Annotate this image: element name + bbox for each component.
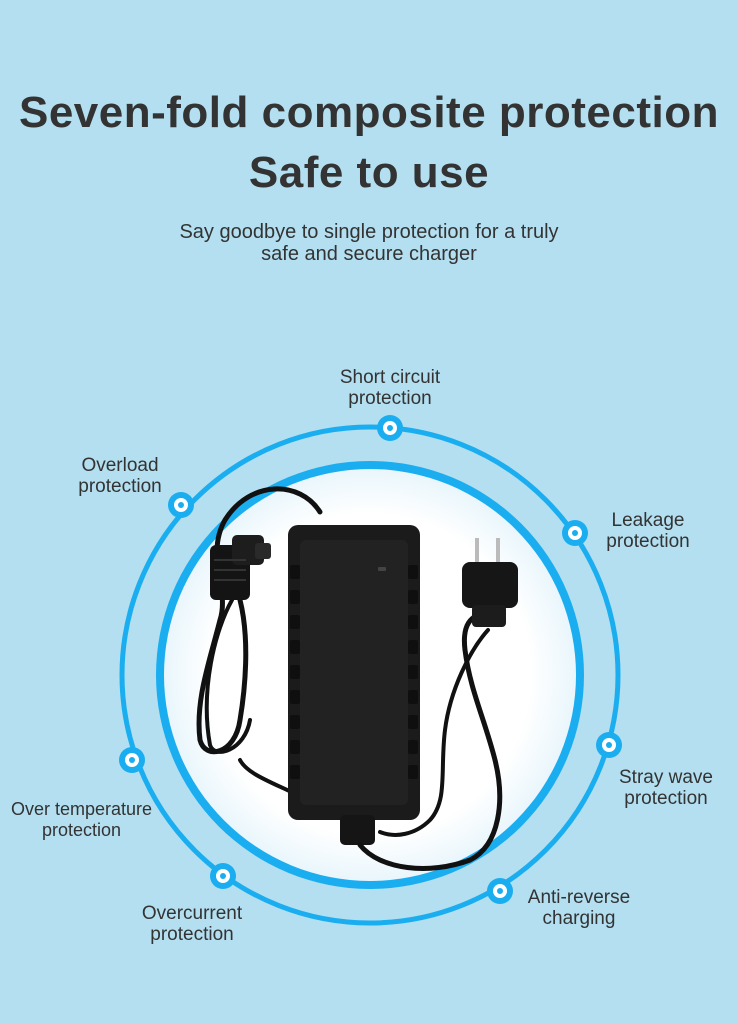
outer-ring <box>119 424 621 926</box>
marker-leakage <box>562 520 588 546</box>
dc-connector <box>210 535 271 600</box>
marker-anti-reverse <box>487 878 513 904</box>
page-subtitle: Safe to use <box>248 148 490 197</box>
tagline-line-2: safe and secure charger <box>261 243 477 265</box>
label-leakage: Leakage protection <box>606 510 690 552</box>
label-short-circuit: Short circuit protection <box>339 367 441 409</box>
tagline-line-1: Say goodbye to single protection for a t… <box>179 221 559 243</box>
charger-body <box>288 525 420 845</box>
marker-over-temperature <box>119 747 145 773</box>
ac-plug <box>462 538 518 627</box>
tagline: Say goodbye to single protection for a t… <box>0 221 738 265</box>
label-overload: Overload protection <box>78 455 162 497</box>
page-title: Seven-fold composite protection <box>18 88 719 137</box>
label-over-temperature: Over temperature protection <box>10 799 153 840</box>
ac-cable <box>357 609 503 871</box>
label-anti-reverse: Anti-reverse charging <box>527 887 631 929</box>
label-stray-wave: Stray wave protection <box>619 767 713 809</box>
marker-short-circuit <box>377 415 403 441</box>
marker-overload <box>168 492 194 518</box>
marker-overcurrent <box>210 863 236 889</box>
label-overcurrent: Overcurrent protection <box>141 903 243 945</box>
marker-stray-wave <box>596 732 622 758</box>
